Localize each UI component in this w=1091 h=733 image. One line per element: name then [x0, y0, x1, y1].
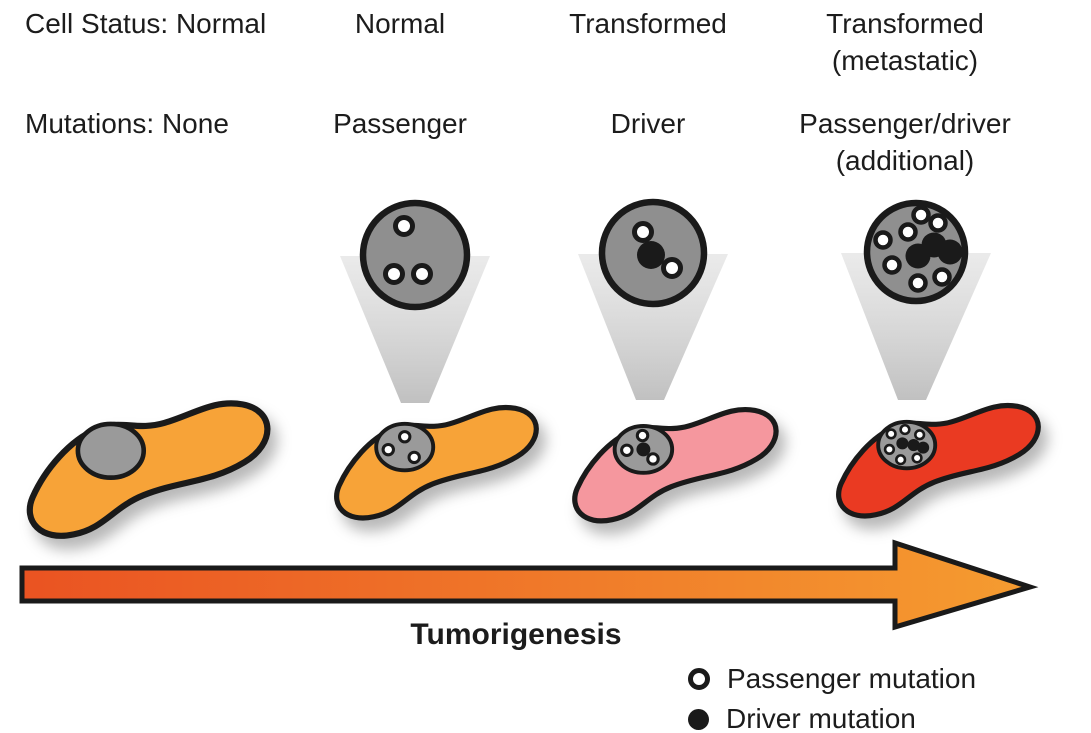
- cell-status-label-normal-1: Cell Status: Normal: [25, 8, 267, 39]
- mutations-label-none: Mutations: None: [25, 108, 229, 139]
- driver-mutation-dot: [937, 239, 963, 265]
- cell-normal-1-nucleus: [75, 421, 147, 480]
- zoom-lens-layer: [340, 198, 991, 403]
- passenger-mutation-dot: [883, 443, 896, 455]
- cell-status-metastatic-line2: (metastatic): [831, 45, 979, 76]
- legend-item-passenger: Passenger mutation: [688, 663, 976, 695]
- cell-metastatic-body: [836, 402, 1041, 519]
- mutations-label-passenger-driver: Passenger/driver (additional): [785, 105, 1025, 179]
- cell-status-label-normal-2: Normal: [354, 8, 446, 39]
- driver-mutation-dot: [896, 437, 909, 450]
- cell-normal-2: [334, 404, 539, 521]
- driver-mutation-dot: [637, 241, 665, 269]
- passenger-mutation-dot: [632, 221, 654, 243]
- driver-mutation-dot: [636, 442, 651, 457]
- passenger-mutation-dot: [895, 454, 907, 466]
- driver-mutation-dot: [907, 439, 920, 452]
- zoom-circle-passenger-body: [359, 199, 471, 311]
- cell-transformed: [572, 406, 779, 524]
- cell-status-label-metastatic: Transformed (metastatic): [795, 5, 1015, 79]
- cell-status-label-transformed: Transformed: [569, 8, 727, 39]
- passenger-mutation-dot: [932, 267, 952, 287]
- passenger-mutation-dot: [911, 205, 931, 225]
- passenger-mutation-dot: [393, 215, 415, 237]
- passenger-mutation-dot: [911, 452, 923, 464]
- open-circle-icon: [688, 668, 710, 690]
- tumorigenesis-arrow: [19, 539, 1039, 631]
- legend-driver-label: Driver mutation: [726, 703, 916, 733]
- passenger-mutation-dot: [407, 450, 421, 465]
- tumorigenesis-arrow-shape: [19, 539, 1039, 631]
- passenger-mutation-dot: [908, 273, 928, 293]
- passenger-mutation-dot: [661, 257, 683, 279]
- passenger-mutation-dot: [383, 263, 405, 285]
- magnifier-funnel-metastatic: [841, 253, 991, 400]
- cell-metastatic: [836, 402, 1041, 519]
- legend-passenger-label: Passenger mutation: [727, 663, 977, 694]
- filled-circle-icon: [688, 708, 709, 730]
- passenger-mutation-dot: [381, 442, 395, 457]
- passenger-mutation-dot: [882, 255, 902, 275]
- passenger-mutation-dot: [635, 428, 650, 443]
- passenger-mutation-dot: [885, 428, 897, 440]
- passenger-mutation-dot: [914, 429, 926, 441]
- passenger-mutation-dot: [411, 263, 433, 285]
- zoom-circle-passenger-driver: [863, 199, 969, 305]
- passenger-mutation-dot: [398, 430, 412, 444]
- cell-status-metastatic-line1: Transformed: [826, 8, 984, 39]
- mutations-pd-line1: Passenger/driver: [799, 108, 1011, 139]
- legend-item-driver: Driver mutation: [688, 703, 916, 733]
- mutations-label-driver: Driver: [610, 108, 686, 139]
- driver-mutation-dot: [917, 441, 930, 454]
- mutations-label-passenger: Passenger: [333, 108, 467, 139]
- mutations-pd-line2: (additional): [835, 145, 975, 176]
- passenger-mutation-dot: [928, 213, 948, 233]
- cell-normal-2-body: [334, 404, 539, 521]
- passenger-mutation-dot: [899, 423, 911, 436]
- tumorigenesis-label: Tumorigenesis: [410, 618, 622, 651]
- passenger-mutation-dot: [898, 222, 918, 242]
- passenger-mutation-dot: [873, 230, 893, 250]
- zoom-circle-passenger: [359, 199, 471, 311]
- cell-normal-1: [26, 400, 271, 539]
- zoom-circle-driver: [598, 198, 708, 308]
- passenger-mutation-dot: [620, 443, 634, 458]
- passenger-mutation-dot: [646, 452, 660, 466]
- cell-transformed-body: [572, 406, 779, 524]
- cell-normal-1-body: [26, 400, 271, 539]
